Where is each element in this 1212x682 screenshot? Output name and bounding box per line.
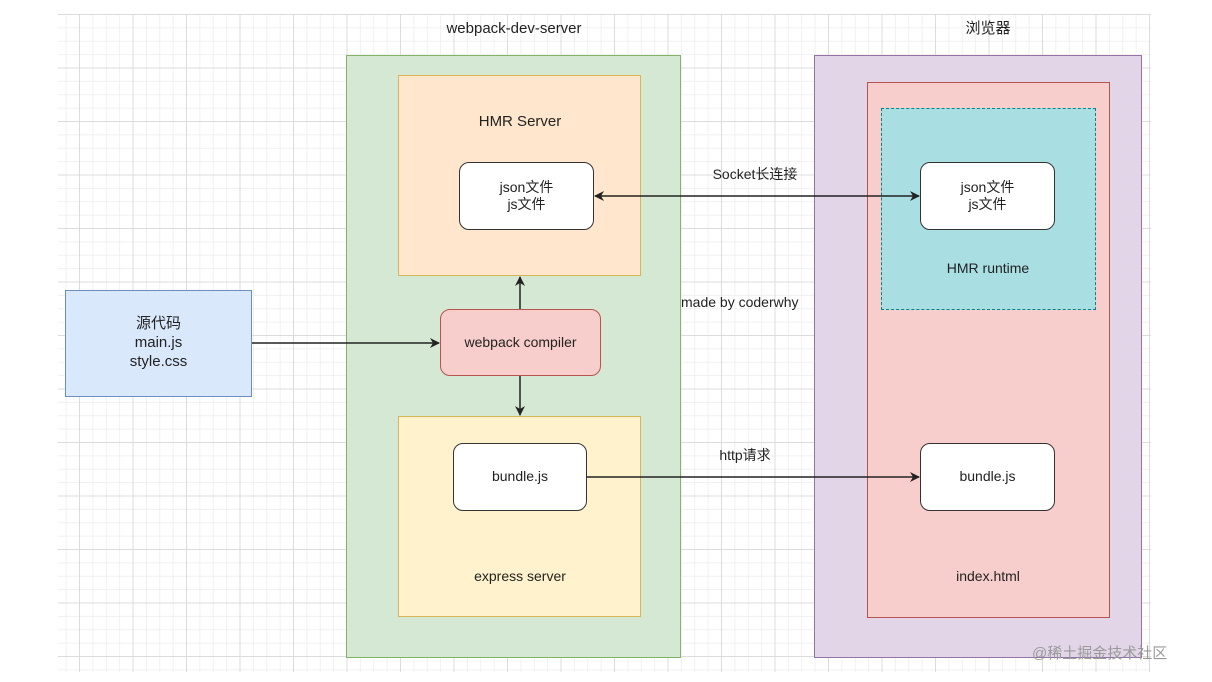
socket-connection-label: Socket长连接: [712, 166, 798, 182]
hmr-server-files-line-1: json文件: [499, 178, 554, 195]
source-code-box[interactable]: 源代码 main.js style.css: [65, 290, 252, 397]
webpack-compiler-label: webpack compiler: [464, 333, 577, 350]
browser-files-line-2: js文件: [968, 196, 1007, 212]
index-html-label: index.html: [956, 568, 1020, 584]
http-request-label: http请求: [719, 447, 771, 463]
webpack-compiler-box[interactable]: webpack compiler: [440, 309, 601, 376]
express-bundle-label: bundle.js: [491, 468, 549, 485]
browser-title: 浏览器: [965, 20, 1011, 37]
browser-bundle-label: bundle.js: [959, 468, 1016, 485]
credit-label: made by coderwhy: [681, 294, 799, 310]
hmr-server-files-line-2: js文件: [507, 196, 546, 212]
hmr-runtime-label: HMR runtime: [946, 260, 1030, 276]
browser-files-line-1: json文件: [960, 178, 1015, 195]
browser-files-box[interactable]: json文件 js文件: [920, 162, 1055, 230]
watermark: @稀土掘金技术社区: [1032, 645, 1168, 662]
hmr-server-files-box[interactable]: json文件 js文件: [459, 162, 594, 230]
hmr-server-label: HMR Server: [478, 113, 562, 130]
source-line-2: main.js: [134, 334, 183, 352]
browser-bundle-box[interactable]: bundle.js: [920, 443, 1055, 511]
source-line-3: style.css: [129, 352, 188, 370]
express-server-label: express server: [474, 568, 566, 584]
dev-server-title: webpack-dev-server: [446, 20, 582, 37]
express-bundle-box[interactable]: bundle.js: [453, 443, 587, 511]
source-line-1: 源代码: [135, 315, 181, 333]
